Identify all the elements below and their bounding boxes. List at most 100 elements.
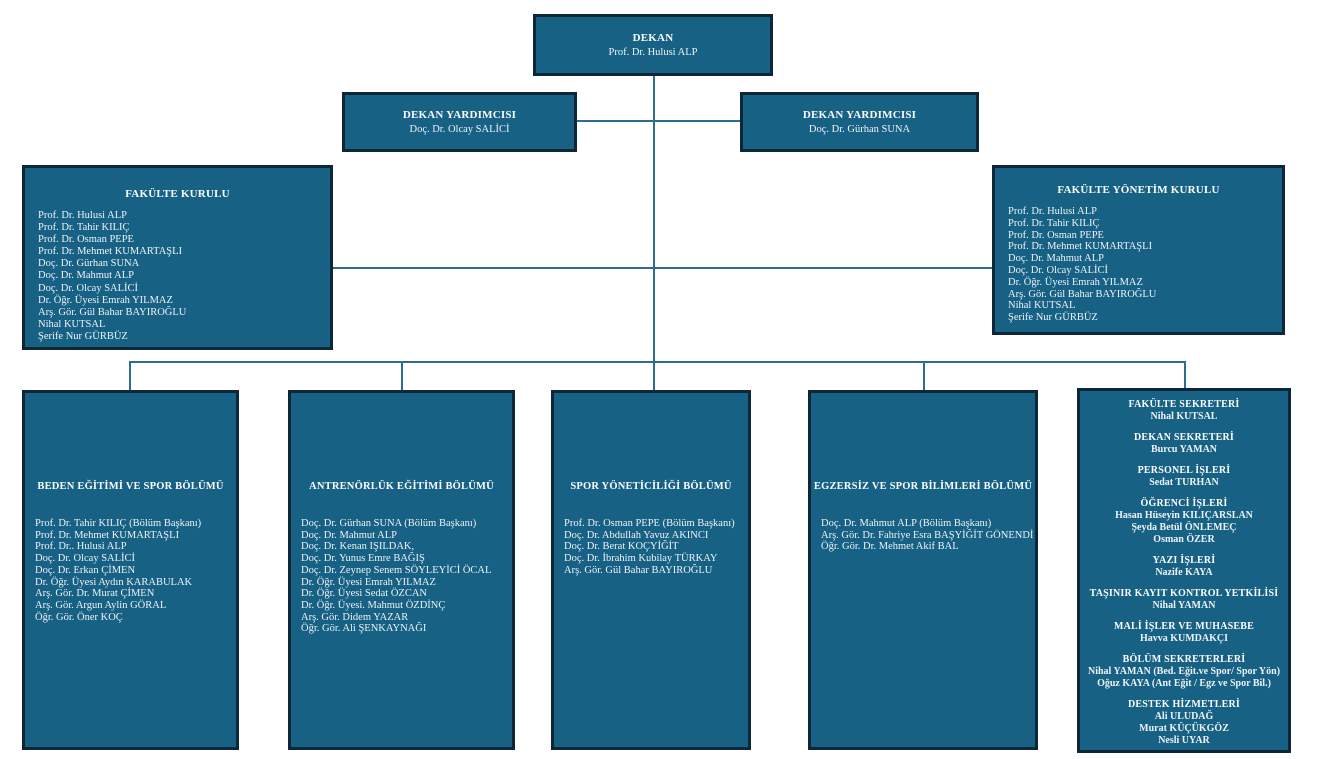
member-name: Dr. Öğr. Üyesi Emrah YILMAZ: [1008, 276, 1143, 288]
section-names: Nihal KUTSAL: [1080, 411, 1288, 423]
connector-stub-dept4: [923, 361, 925, 390]
connector-stub-dept1: [129, 361, 131, 390]
member-name: Prof. Dr. Osman PEPE: [38, 234, 134, 246]
member-name: Nazife KAYA: [1155, 567, 1213, 578]
section-title: YAZI İŞLERİ: [1152, 555, 1216, 566]
section-names: Havva KUMDAKÇI: [1080, 633, 1288, 645]
member-name: Havva KUMDAKÇI: [1139, 633, 1229, 644]
admin-section-personel-isleri: PERSONEL İŞLERİ Sedat TURHAN: [1080, 465, 1288, 489]
connector-departments-horizontal: [129, 361, 1186, 363]
member-list: Prof. Dr. Tahir KILIÇ (Bölüm Başkanı)Pro…: [35, 518, 236, 623]
section-title: FAKÜLTE SEKRETERİ: [1128, 399, 1240, 410]
section-names: Nihal YAMAN: [1080, 600, 1288, 612]
member-name: Doç. Dr. Olcay SALİCİ: [1008, 264, 1109, 276]
box-title: EGZERSİZ VE SPOR BİLİMLERİ BÖLÜMÜ: [813, 481, 1033, 492]
connector-stub-admin: [1184, 361, 1186, 388]
person-name: Prof. Dr. Hulusi ALP: [608, 47, 698, 58]
person-name: Doç. Dr. Olcay SALİCİ: [409, 124, 510, 135]
member-name: Doç. Dr. Mahmut ALP: [301, 529, 397, 541]
box-title: DEKAN YARDIMCISI: [402, 109, 517, 121]
admin-section-fakulte-sekreteri: FAKÜLTE SEKRETERİ Nihal KUTSAL: [1080, 399, 1288, 423]
section-title: BÖLÜM SEKRETERLERİ: [1122, 654, 1246, 665]
vice-dean-box-left: DEKAN YARDIMCISI Doç. Dr. Olcay SALİCİ: [342, 92, 577, 152]
member-name: Doç. Dr. Mahmut ALP (Bölüm Başkanı): [821, 518, 992, 529]
admin-section-ogrenci-isleri: ÖĞRENCİ İŞLERİ Hasan Hüseyin KILIÇARSLAN…: [1080, 498, 1288, 546]
member-name: Prof. Dr. Mehmet KUMARTAŞLI: [38, 246, 183, 258]
member-name: Prof. Dr. Hulusi ALP: [1008, 206, 1097, 217]
member-name: Prof. Dr. Tahir KILIÇ: [38, 222, 130, 234]
member-name: Öğr. Gör. Öner KOÇ: [35, 611, 123, 623]
connector-vice-deans-horizontal: [577, 120, 740, 122]
member-name: Dr. Öğr. Üyesi Aydın KARABULAK: [35, 576, 193, 588]
admin-section-bolum-sekreterleri: BÖLÜM SEKRETERLERİ Nihal YAMAN (Bed. Eği…: [1080, 654, 1288, 690]
box-title: FAKÜLTE YÖNETİM KURULU: [1057, 184, 1220, 196]
member-name: Dr. Öğr. Üyesi Sedat ÖZCAN: [301, 588, 427, 600]
member-name: Oğuz KAYA (Ant Eğit / Egz ve Spor Bil.): [1097, 678, 1271, 689]
connector-stub-dept2: [401, 361, 403, 390]
connector-boards-horizontal: [333, 267, 992, 269]
member-name: Arş. Gör. Dr. Fahriye Esra BAŞYİĞİT GÖNE…: [821, 529, 1034, 541]
member-name: Arş. Gör. Gül Bahar BAYIROĞLU: [38, 306, 187, 318]
member-name: Prof. Dr. Osman PEPE (Bölüm Başkanı): [564, 518, 735, 529]
member-name: Doç. Dr. Olcay SALİCİ: [35, 553, 136, 565]
department-box-spor-yoneticiligi: SPOR YÖNETİCİLİĞİ BÖLÜMÜ Prof. Dr. Osman…: [551, 390, 751, 750]
admin-section-dekan-sekreteri: DEKAN SEKRETERİ Burcu YAMAN: [1080, 432, 1288, 456]
member-name: Prof. Dr. Mehmet KUMARTAŞLI: [1008, 241, 1153, 253]
member-name: Hasan Hüseyin KILIÇARSLAN: [1115, 510, 1253, 521]
member-name: Murat KÜÇÜKGÖZ: [1139, 723, 1229, 734]
section-title: ÖĞRENCİ İŞLERİ: [1140, 498, 1228, 509]
member-name: Burcu YAMAN: [1150, 444, 1218, 455]
admin-section-yazi-isleri: YAZI İŞLERİ Nazife KAYA: [1080, 555, 1288, 579]
box-title: BEDEN EĞİTİMİ VE SPOR BÖLÜMÜ: [37, 481, 224, 492]
member-name: Arş. Gör. Gül Bahar BAYIROĞLU: [1008, 288, 1157, 300]
member-name: Dr. Öğr. Üyesi Emrah YILMAZ: [38, 294, 173, 306]
member-name: Doç. Dr. Erkan ÇİMEN: [35, 564, 136, 576]
member-name: Prof. Dr. Mehmet KUMARTAŞLI: [35, 529, 180, 541]
member-name: Prof. Dr. Tahir KILIÇ: [1008, 217, 1100, 229]
member-name: Doç. Dr. Berat KOÇYİĞİT: [564, 541, 679, 553]
member-name: Nesli UYAR: [1158, 735, 1210, 746]
member-name: Doç. Dr. Kenan IŞILDAK,: [301, 541, 415, 553]
section-names: Sedat TURHAN: [1080, 477, 1288, 489]
member-name: Şerife Nur GÜRBÜZ: [1008, 312, 1098, 324]
member-name: Doç. Dr. İbrahim Kubilay TÜRKAY: [564, 553, 718, 565]
member-name: Doç. Dr. Mahmut ALP: [1008, 253, 1104, 265]
connector-dekan-vertical: [653, 74, 655, 390]
member-name: Öğr. Gör. Dr. Mehmet Akif BAL: [821, 541, 959, 553]
department-box-egzersiz: EGZERSİZ VE SPOR BİLİMLERİ BÖLÜMÜ Doç. D…: [808, 390, 1038, 750]
admin-section-mali-isler: MALİ İŞLER VE MUHASEBE Havva KUMDAKÇI: [1080, 621, 1288, 645]
member-name: Arş. Gör. Dr. Murat ÇİMEN: [35, 588, 155, 600]
member-list: Prof. Dr. Osman PEPE (Bölüm Başkanı) Doç.…: [564, 518, 748, 577]
member-name: Ali ULUDAĞ: [1154, 711, 1214, 722]
member-name: Arş. Gör. Argun Aylin GÖRAL: [35, 599, 167, 611]
person-name: Doç. Dr. Gürhan SUNA: [808, 124, 911, 135]
member-name: Doç. Dr. Yunus Emre BAĞIŞ: [301, 553, 425, 565]
admin-section-tasinir-kayit: TAŞINIR KAYIT KONTROL YETKİLİSİ Nihal YA…: [1080, 588, 1288, 612]
faculty-executive-board-box: FAKÜLTE YÖNETİM KURULU Prof. Dr. Hulusi …: [992, 165, 1285, 335]
member-name: Nihal YAMAN: [1152, 600, 1216, 611]
administration-box: FAKÜLTE SEKRETERİ Nihal KUTSAL DEKAN SEK…: [1077, 388, 1291, 753]
member-name: Prof. Dr.. Hulusi ALP: [35, 541, 127, 553]
section-title: PERSONEL İŞLERİ: [1137, 465, 1231, 476]
member-name: Nihal KUTSAL: [1008, 300, 1076, 312]
department-box-antrenorluk: ANTRENÖRLÜK EĞİTİMİ BÖLÜMÜ Doç. Dr. Gürh…: [288, 390, 515, 750]
member-name: Dr. Öğr. Üyesi. Mahmut ÖZDİNÇ: [301, 599, 446, 611]
box-title: DEKAN YARDIMCISI: [802, 109, 917, 121]
box-title: FAKÜLTE KURULU: [125, 188, 230, 200]
member-name: Prof. Dr. Tahir KILIÇ (Bölüm Başkanı): [35, 518, 202, 529]
member-name: Nihal KUTSAL: [1150, 411, 1218, 422]
member-name: Doç. Dr. Zeynep Senem SÖYLEYİCİ ÖCAL: [301, 564, 492, 576]
section-title: DEKAN SEKRETERİ: [1134, 432, 1234, 443]
member-name: Doç. Dr. Mahmut ALP: [38, 270, 134, 282]
box-title: ANTRENÖRLÜK EĞİTİMİ BÖLÜMÜ: [309, 481, 494, 492]
vice-dean-box-right: DEKAN YARDIMCISI Doç. Dr. Gürhan SUNA: [740, 92, 979, 152]
member-name: Prof. Dr. Osman PEPE: [1008, 229, 1104, 241]
member-name: Şerife Nur GÜRBÜZ: [38, 330, 128, 342]
member-list: Doç. Dr. Gürhan SUNA (Bölüm Başkanı)Doç.…: [301, 518, 512, 635]
member-name: Arş. Gör. Didem YAZAR: [301, 611, 409, 623]
